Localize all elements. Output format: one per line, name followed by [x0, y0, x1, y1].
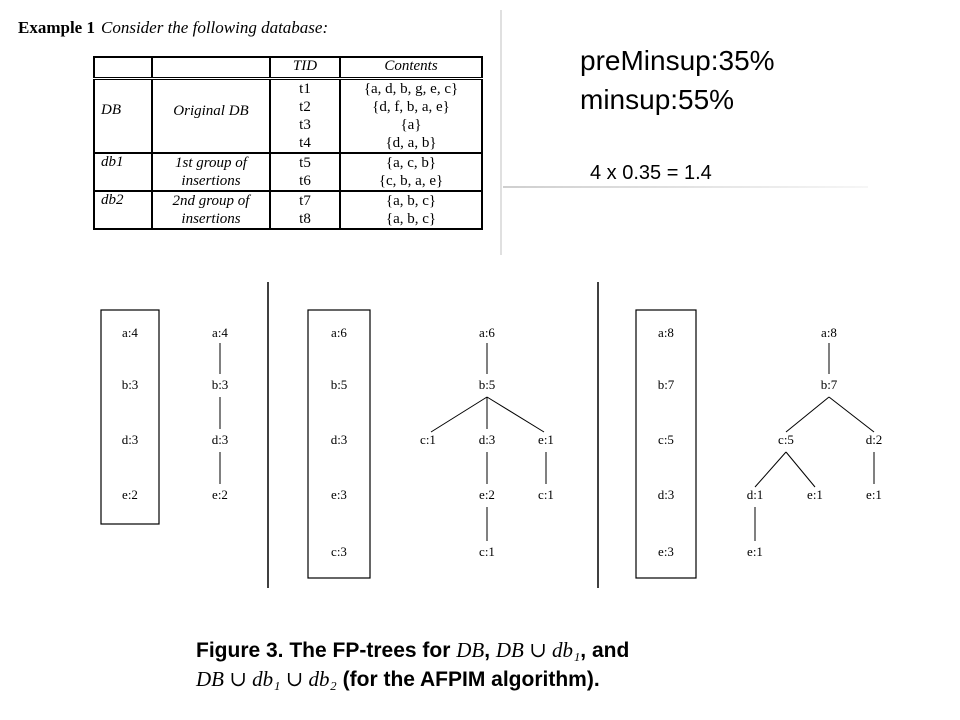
tree-node: d:3	[212, 432, 229, 447]
header-table-box	[635, 309, 697, 579]
header-table-box	[100, 309, 160, 525]
caption-text: (for the AFPIM algorithm).	[336, 668, 600, 691]
group-name: db1	[93, 153, 153, 192]
tid: t7	[299, 193, 311, 209]
tree-node: b:7	[821, 377, 838, 392]
vertical-divider	[500, 10, 502, 255]
tree-node: a:6	[479, 325, 495, 340]
tree-node: e:1	[807, 487, 823, 502]
tid: t2	[299, 99, 311, 115]
tree-edge	[486, 396, 545, 433]
header-entry: c:3	[331, 544, 347, 559]
tree-node: e:1	[538, 432, 554, 447]
calculation-annotation: 4 x 0.35 = 1.4	[590, 162, 712, 184]
table-row: DB Original DB t1 t2 t3 t4 {a, d, b, g, …	[93, 77, 483, 154]
header-entry: a:4	[122, 325, 138, 340]
itemset: {d, f, b, a, e}	[372, 99, 450, 115]
header-cell-tid: TID	[269, 56, 341, 80]
itemset: {a, b, c}	[385, 193, 437, 209]
header-entry: c:5	[658, 432, 674, 447]
tid: t8	[299, 211, 311, 227]
caption-separator: , and	[580, 639, 630, 662]
fp-tree-panel-1: a:4 b:3 d:3 e:2 a:4 b:3 d:3 e:2	[100, 309, 229, 525]
itemset: {a, b, c}	[385, 211, 437, 227]
tree-node: c:5	[778, 432, 794, 447]
contents-cell: {a, b, c} {a, b, c}	[339, 191, 483, 230]
tid-cell: t1 t2 t3 t4	[269, 77, 341, 154]
group-desc: 2nd group of insertions	[151, 191, 271, 230]
tree-node: a:8	[821, 325, 837, 340]
tid: t4	[299, 135, 311, 151]
caption-math: DB ∪ db₁ ∪ db₂	[196, 667, 337, 691]
caption-separator: ,	[484, 639, 496, 662]
header-entry: a:8	[658, 325, 674, 340]
tree-node: c:1	[479, 544, 495, 559]
tree-node: d:3	[479, 432, 496, 447]
tree-node: b:3	[212, 377, 229, 392]
tid-cell: t7 t8	[269, 191, 341, 230]
tree-node: a:4	[212, 325, 228, 340]
group-name: DB	[93, 77, 153, 154]
caption-math: DB ∪ db₁	[495, 638, 581, 662]
figure-caption: Figure 3. The FP-trees for DB, DB ∪ db₁,…	[196, 636, 756, 694]
header-entry: e:2	[122, 487, 138, 502]
header-entry: b:5	[331, 377, 348, 392]
header-table-box	[307, 309, 371, 579]
tree-node: d:1	[747, 487, 764, 502]
itemset: {a}	[400, 117, 422, 133]
header-entry: d:3	[658, 487, 675, 502]
table-row: db2 2nd group of insertions t7 t8 {a, b,…	[93, 191, 483, 230]
tid: t3	[299, 117, 311, 133]
tree-edge	[785, 396, 830, 433]
example-intro: Consider the following database:	[100, 18, 329, 37]
table-row: db1 1st group of insertions t5 t6 {a, c,…	[93, 153, 483, 192]
caption-math: DB	[456, 638, 485, 662]
tree-edge	[785, 451, 816, 488]
tree-node: e:2	[212, 487, 228, 502]
header-entry: d:3	[122, 432, 139, 447]
tid: t1	[299, 81, 311, 97]
example-label: Example 1	[18, 18, 95, 37]
tree-node: e:1	[747, 544, 763, 559]
tree-edge	[754, 451, 787, 488]
preminsup-annotation: preMinsup:35%	[580, 45, 775, 76]
header-entry: a:6	[331, 325, 347, 340]
minsup-annotation: minsup:55%	[580, 84, 735, 115]
tree-edge	[430, 396, 488, 433]
tid: t5	[299, 155, 311, 171]
caption-line-2: DB ∪ db₁ ∪ db₂ (for the AFPIM algorithm)…	[196, 665, 756, 694]
header-entry: e:3	[658, 544, 674, 559]
tree-node: e:1	[866, 487, 882, 502]
tree-node: c:1	[538, 487, 554, 502]
tree-node: d:2	[866, 432, 883, 447]
horizontal-divider	[503, 186, 868, 188]
tree-edge	[828, 396, 875, 433]
itemset: {a, c, b}	[385, 155, 437, 171]
tree-node: e:2	[479, 487, 495, 502]
header-entry: d:3	[331, 432, 348, 447]
group-name: db2	[93, 191, 153, 230]
database-table: TID Contents DB Original DB t1 t2 t3 t4 …	[93, 56, 483, 230]
contents-cell: {a, c, b} {c, b, a, e}	[339, 153, 483, 192]
caption-line-1: Figure 3. The FP-trees for DB, DB ∪ db₁,…	[196, 636, 756, 665]
example-heading: Example 1 Consider the following database…	[18, 18, 328, 38]
header-entry: e:3	[331, 487, 347, 502]
itemset: {c, b, a, e}	[378, 173, 444, 189]
header-entry: b:3	[122, 377, 139, 392]
group-desc: 1st group of insertions	[151, 153, 271, 192]
tid-cell: t5 t6	[269, 153, 341, 192]
tid: t6	[299, 173, 311, 189]
contents-cell: {a, d, b, g, e, c} {d, f, b, a, e} {a} {…	[339, 77, 483, 154]
fp-tree-panel-2: a:6 b:5 d:3 e:3 c:3 a:6 b:5 c:1 d:3 e:1 …	[307, 309, 554, 579]
itemset: {a, d, b, g, e, c}	[363, 81, 459, 97]
caption-text: Figure 3. The FP-trees for	[196, 639, 457, 662]
header-entry: b:7	[658, 377, 675, 392]
itemset: {d, a, b}	[385, 135, 437, 151]
fp-tree-panel-3: a:8 b:7 c:5 d:3 e:3 a:8 b:7 c:5 d:2 d:1 …	[635, 309, 883, 579]
tree-node: b:5	[479, 377, 496, 392]
group-desc: Original DB	[151, 77, 271, 154]
table-header-row: TID Contents	[93, 56, 483, 80]
tree-node: c:1	[420, 432, 436, 447]
